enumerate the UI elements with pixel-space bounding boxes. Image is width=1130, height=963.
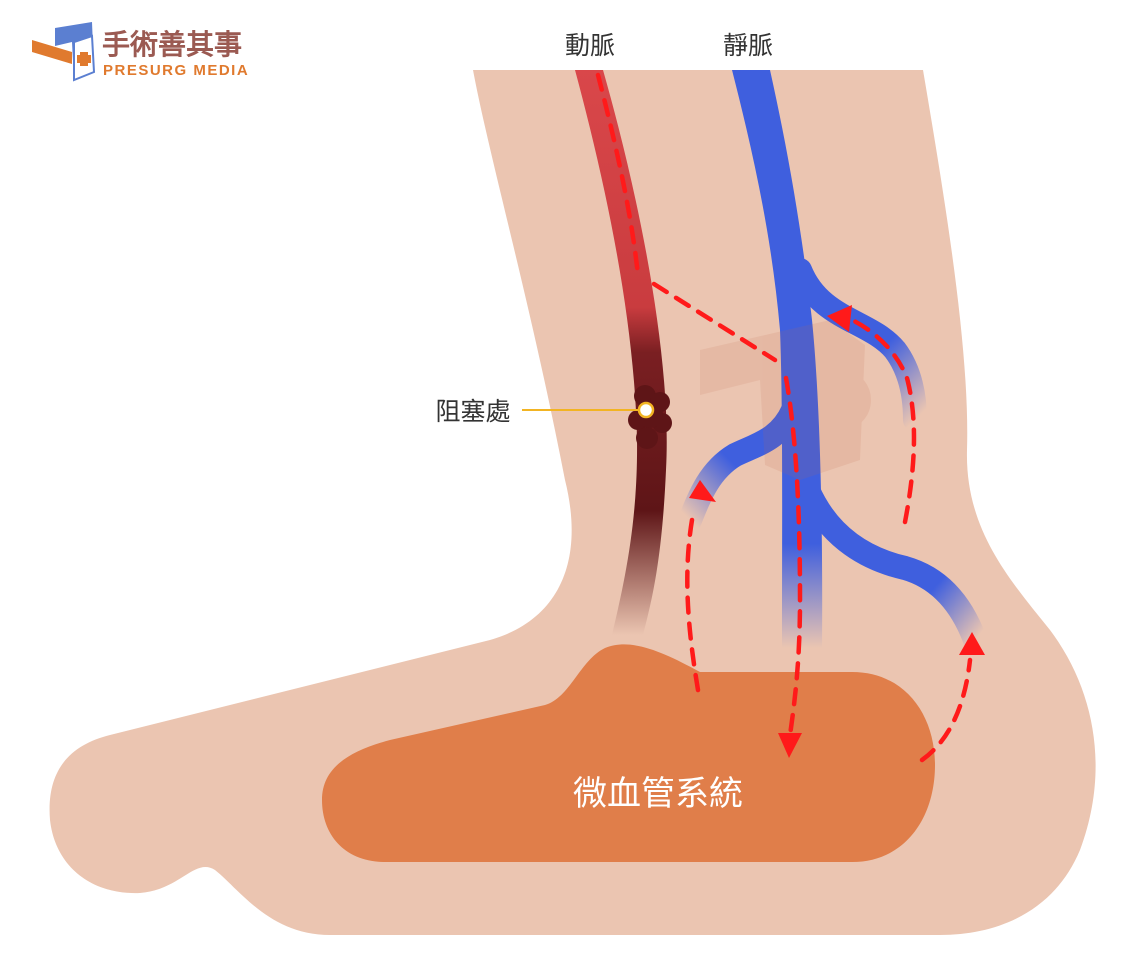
logo-watermark-icon xyxy=(700,320,871,480)
vein-trunk xyxy=(732,70,823,648)
blockage-marker xyxy=(637,401,655,419)
flow-path-artery xyxy=(595,72,641,278)
blockage-label: 阻塞處 xyxy=(435,397,510,426)
brand-logo: 手術善其事 PRESURG MEDIA xyxy=(32,22,249,82)
flow-arrowhead-left-up xyxy=(689,480,716,502)
flow-path-lower-right-loop xyxy=(919,657,973,763)
flow-path-upper-right-loop xyxy=(845,315,917,525)
flow-arrowhead-lower-right-up xyxy=(959,632,985,655)
artery-vessel xyxy=(575,70,667,635)
flow-arrowhead-upper-right xyxy=(827,305,852,332)
logo-name-en: PRESURG MEDIA xyxy=(103,62,249,79)
capillary-system xyxy=(322,644,935,862)
vein-branch-lower-right xyxy=(796,478,987,652)
artery-label: 動脈 xyxy=(565,31,615,60)
logo-name-cn: 手術善其事 xyxy=(102,28,242,61)
book-medical-cross-icon xyxy=(32,22,96,82)
flow-path-vein-down xyxy=(783,375,803,738)
vein-label: 靜脈 xyxy=(723,31,773,60)
flow-path-left-loop xyxy=(685,517,701,693)
flow-path-bypass xyxy=(651,281,778,363)
flow-arrowhead-down xyxy=(778,733,802,758)
capillary-label: 微血管系統 xyxy=(573,774,743,814)
vein-branch-upper-right xyxy=(788,258,927,432)
